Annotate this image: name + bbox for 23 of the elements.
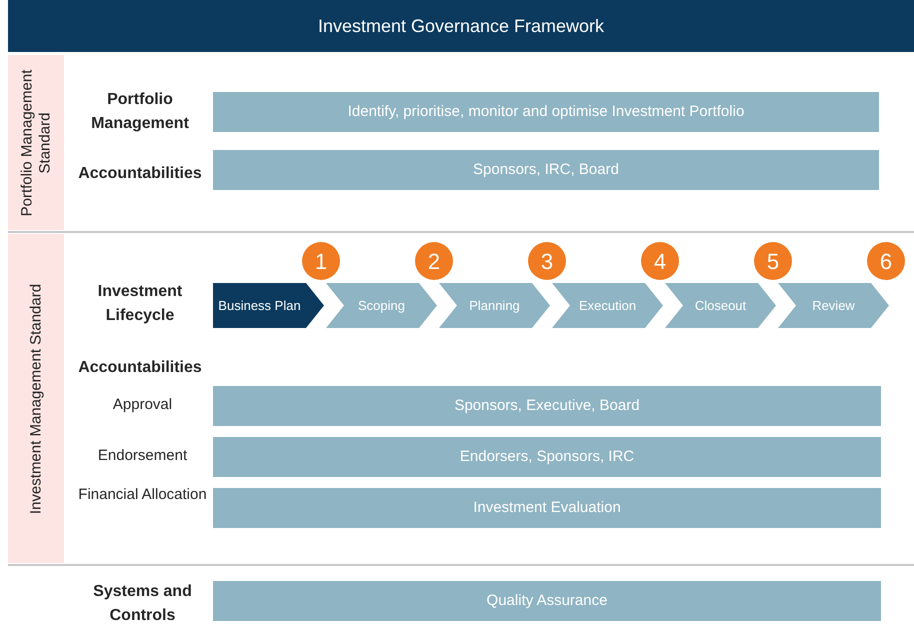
row-label: Approval: [112, 395, 174, 415]
accountability-bar: Quality Assurance: [213, 581, 881, 621]
row-label: Portfolio Management: [90, 90, 190, 134]
section-band: Investment Management Standard: [8, 234, 64, 563]
section-band: Portfolio Management Standard: [8, 55, 64, 230]
accountability-bar: Investment Evaluation: [213, 488, 881, 528]
lifecycle-stage: Closeout: [665, 283, 776, 328]
row-label: Investment Lifecycle: [96, 282, 184, 326]
lifecycle-stage: Execution: [552, 283, 663, 328]
row-label: Accountabilities: [77, 164, 203, 184]
accountability-bar: Endorsers, Sponsors, IRC: [213, 437, 881, 477]
row-label: Systems and Controls: [92, 582, 193, 626]
row-label: Financial Allocation: [77, 485, 208, 505]
lifecycle-stage: Planning: [439, 283, 550, 328]
row-label: Endorsement: [96, 446, 188, 466]
accountability-bar: Sponsors, Executive, Board: [213, 386, 881, 426]
title-bar: Investment Governance Framework: [8, 0, 914, 52]
lifecycle-stage: Review: [778, 283, 889, 328]
accountability-bar: Sponsors, IRC, Board: [213, 150, 879, 190]
row-label: Accountabilities: [77, 358, 203, 378]
accountability-bar: Identify, prioritise, monitor and optimise Investment Portfolio: [213, 92, 879, 132]
lifecycle-stage: Scoping: [326, 283, 437, 328]
lifecycle-stage: Business Plan: [213, 283, 324, 328]
